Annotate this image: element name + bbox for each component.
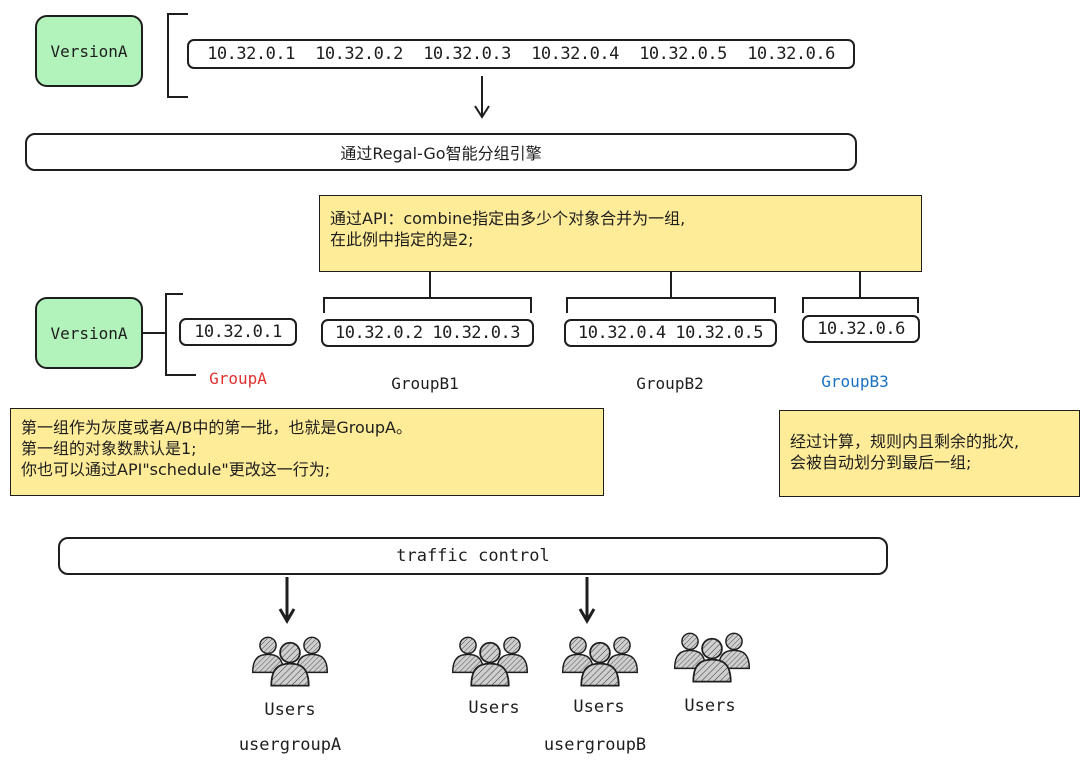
users-label: Users xyxy=(264,700,316,720)
group-a-ips: 10.32.0.1 xyxy=(194,322,282,342)
bracket-b2 xyxy=(566,272,776,313)
top-brace xyxy=(167,13,188,98)
group-a-box: 10.32.0.1 xyxy=(179,318,297,346)
group-a-note-line: 第一组的对象数默认是1; xyxy=(21,439,197,458)
engine-label: 通过Regal-Go智能分组引擎 xyxy=(340,144,542,163)
ip-item: 10.32.0.1 xyxy=(207,44,295,64)
group-b3-ips: 10.32.0.6 xyxy=(817,319,905,339)
ip-list-box: 10.32.0.1 10.32.0.2 10.32.0.3 10.32.0.4 … xyxy=(187,39,855,69)
usergroup-b-label: usergroupB xyxy=(543,735,647,755)
traffic-control-bar: traffic control xyxy=(58,537,888,575)
group-a-note: 第一组作为灰度或者A/B中的第一批，也就是GroupA。 第一组的对象数默认是1… xyxy=(10,408,604,496)
remainder-note-line: 经过计算，规则内且剩余的批次, xyxy=(790,432,1020,451)
group-a-label: GroupA xyxy=(209,369,267,388)
users-label: Users xyxy=(684,696,736,716)
users-icon xyxy=(675,633,750,681)
group-b2-label: GroupB2 xyxy=(636,374,704,393)
group-b3-box: 10.32.0.6 xyxy=(802,315,920,343)
combine-note-line: 通过API：combine指定由多少个对象合并为一组, xyxy=(330,209,686,228)
group-b1-box: 10.32.0.2 10.32.0.3 xyxy=(321,319,534,347)
combine-note-line: 在此例中指定的是2; xyxy=(330,230,474,249)
group-b3-label: GroupB3 xyxy=(821,372,889,391)
traffic-control-label: traffic control xyxy=(396,546,550,566)
users-label: Users xyxy=(468,698,520,718)
traffic-arrow-b xyxy=(578,577,596,624)
users-icon xyxy=(253,637,328,685)
remainder-note-line: 会被自动划分到最后一组; xyxy=(790,453,972,472)
version-label-top: VersionA xyxy=(50,41,128,61)
traffic-arrow-a xyxy=(278,577,296,624)
ip-item: 10.32.0.5 xyxy=(639,44,727,64)
version-box-top: VersionA xyxy=(35,15,143,87)
ip-item: 10.32.0.4 xyxy=(531,44,619,64)
group-b2-box: 10.32.0.4 10.32.0.5 xyxy=(564,319,777,347)
engine-bar: 通过Regal-Go智能分组引擎 xyxy=(25,133,857,171)
group-a-note-line: 第一组作为灰度或者A/B中的第一批，也就是GroupA。 xyxy=(21,418,412,437)
version-box-groups: VersionA xyxy=(35,297,143,369)
version-label-groups: VersionA xyxy=(50,323,128,343)
group-b1-label: GroupB1 xyxy=(391,374,459,393)
ip-item: 10.32.0.3 xyxy=(423,44,511,64)
groups-brace xyxy=(165,293,196,376)
group-a-note-line: 你也可以通过API"schedule"更改这一行为; xyxy=(21,460,331,479)
ip-item: 10.32.0.2 xyxy=(315,44,403,64)
users-label: Users xyxy=(573,697,625,717)
users-icon xyxy=(453,637,528,685)
top-arrow xyxy=(474,76,490,119)
remainder-note: 经过计算，规则内且剩余的批次, 会被自动划分到最后一组; xyxy=(779,410,1080,497)
combine-note: 通过API：combine指定由多少个对象合并为一组, 在此例中指定的是2; xyxy=(319,195,922,272)
users-icon xyxy=(563,637,638,685)
group-b1-ips: 10.32.0.2 10.32.0.3 xyxy=(335,323,520,343)
group-b2-ips: 10.32.0.4 10.32.0.5 xyxy=(578,323,763,343)
usergroup-a-label: usergroupA xyxy=(238,735,342,755)
bracket-b3 xyxy=(802,272,919,313)
ip-item: 10.32.0.6 xyxy=(747,44,835,64)
bracket-b1 xyxy=(323,272,532,313)
